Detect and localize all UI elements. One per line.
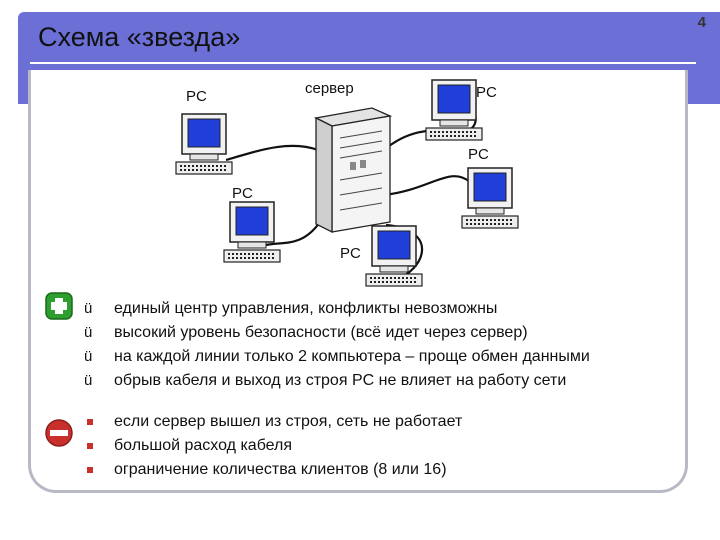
pc-icon (425, 79, 483, 141)
server-icon (313, 107, 393, 234)
cable-pc1 (225, 144, 319, 162)
disadvantages-list: если сервер вышел из строя, сеть не рабо… (84, 410, 462, 482)
pc-label: PC (186, 88, 207, 105)
star-topology-diagram (175, 79, 519, 287)
server-label: сервер (305, 80, 354, 97)
square-bullet-icon (87, 467, 93, 473)
plus-icon (45, 292, 73, 320)
list-item: если сервер вышел из строя, сеть не рабо… (84, 410, 462, 434)
check-bullet-icon: ü (84, 348, 93, 365)
cable-pc3 (383, 175, 471, 197)
square-bullet-icon (87, 443, 93, 449)
square-bullet-icon (87, 419, 93, 425)
pc-icon (175, 113, 233, 175)
pc-label: PC (468, 146, 489, 163)
minus-icon (45, 419, 73, 447)
pc-icon (223, 201, 281, 263)
pc-label: PC (232, 185, 253, 202)
pc-label: PC (476, 84, 497, 101)
title-divider (30, 62, 696, 64)
check-bullet-icon: ü (84, 372, 93, 389)
slide-title: Схема «звезда» (38, 22, 241, 52)
cable-pc4 (261, 221, 321, 248)
pc-label: PC (340, 245, 361, 262)
pc-icon (365, 225, 423, 287)
page-number: 4 (697, 14, 706, 31)
pc-icon (461, 167, 519, 229)
check-bullet-icon: ü (84, 324, 93, 341)
list-item: ограничение количества клиентов (8 или 1… (84, 458, 462, 482)
check-bullet-icon: ü (84, 300, 93, 317)
list-item: большой расход кабеля (84, 434, 462, 458)
